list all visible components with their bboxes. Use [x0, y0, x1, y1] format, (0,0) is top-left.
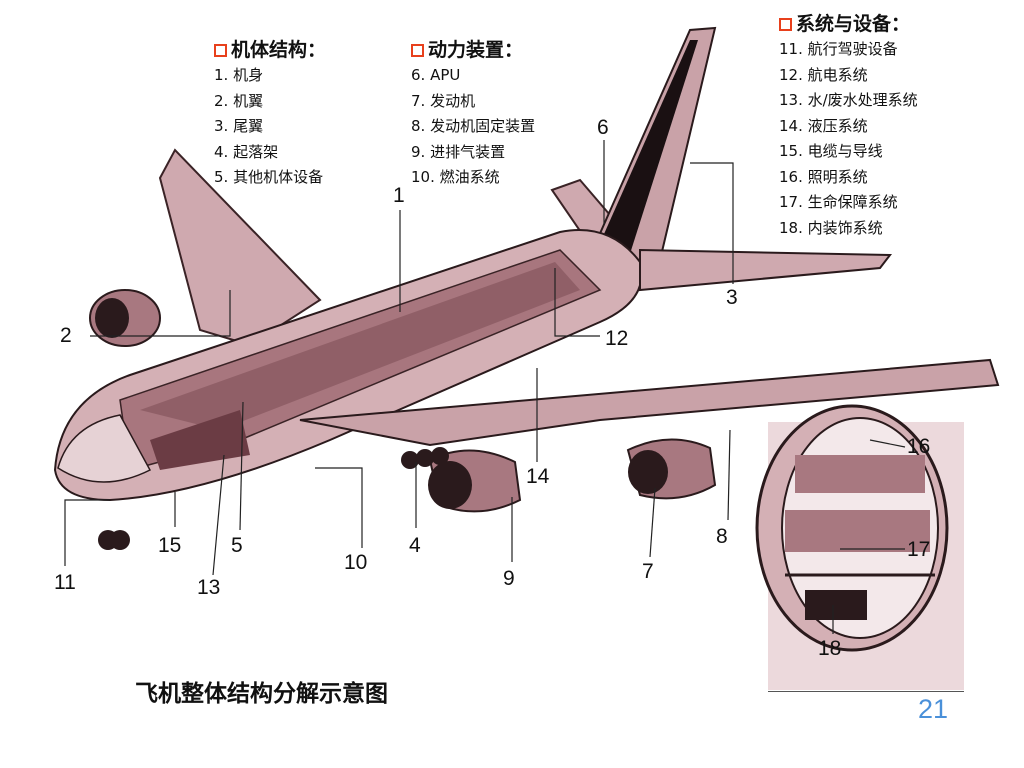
- callout-12: 12: [605, 327, 629, 350]
- callout-7: 7: [642, 560, 654, 583]
- callout-14: 14: [526, 465, 550, 488]
- callout-15: 15: [158, 534, 182, 557]
- legend-item: 3. 尾翼: [214, 117, 264, 135]
- legend-item: 14. 液压系统: [779, 116, 868, 135]
- callout-11: 11: [54, 571, 76, 594]
- near-stabilizer: [639, 248, 893, 292]
- cockpit: [57, 414, 152, 483]
- legend-item: 15. 电缆与导线: [779, 142, 883, 160]
- legend-item: 10. 燃油系统: [411, 168, 500, 186]
- callout-10: 10: [344, 551, 368, 574]
- legend-item: 4. 起落架: [214, 142, 279, 161]
- main-gear: [401, 447, 449, 469]
- callout-9: 9: [503, 567, 515, 590]
- callout-6: 6: [597, 116, 609, 139]
- legend-item: 2. 机翼: [214, 91, 264, 110]
- legend-item: 11. 航行驾驶设备: [779, 40, 898, 58]
- legend-title: 机体结构：: [231, 39, 327, 61]
- square-bullet-icon: [411, 43, 424, 57]
- legend-title: 动力装置：: [428, 39, 524, 61]
- legend-item: 7. 发动机: [411, 91, 476, 110]
- footer-divider: [768, 691, 964, 692]
- legend-item: 13. 水/废水处理系统: [779, 91, 918, 109]
- legend-item: 12. 航电系统: [779, 65, 868, 84]
- callout-13: 13: [197, 576, 221, 599]
- callout-3: 3: [726, 286, 738, 309]
- callout-18: 18: [818, 637, 842, 660]
- legend-airframe: 机体结构： 1. 机身 2. 机翼 3. 尾翼 4. 起落架 5. 其他机体设备: [214, 37, 326, 191]
- page-number: 21: [918, 694, 949, 724]
- callout-16: 16: [907, 435, 931, 458]
- legend-item: 5. 其他机体设备: [214, 168, 324, 186]
- diagram-caption: 飞机整体结构分解示意图: [135, 681, 388, 707]
- legend-item: 1. 机身: [214, 66, 264, 84]
- leader-lines: [64, 140, 906, 634]
- nose-gear: [98, 530, 130, 550]
- legend-item: 16. 照明系统: [779, 167, 868, 186]
- callout-2: 2: [60, 324, 72, 347]
- legend-item: 9. 进排气装置: [411, 142, 506, 161]
- legend-item: 8. 发动机固定装置: [411, 117, 536, 135]
- callout-4: 4: [409, 534, 421, 557]
- legend-powerplant: 动力装置： 6. APU 7. 发动机 8. 发动机固定装置 9. 进排气装置 …: [411, 37, 535, 191]
- callout-17: 17: [907, 538, 931, 561]
- callout-8: 8: [716, 525, 728, 548]
- legend-item: 18. 内装饰系统: [779, 218, 883, 237]
- legend-item: 6. APU: [411, 66, 461, 84]
- callout-1: 1: [393, 184, 405, 207]
- legend-systems: 系统与设备： 11. 航行驾驶设备 12. 航电系统 13. 水/废水处理系统 …: [779, 11, 918, 241]
- square-bullet-icon: [779, 17, 792, 31]
- callout-5: 5: [231, 534, 243, 557]
- near-wing: [299, 358, 1000, 447]
- legend-title: 系统与设备：: [796, 13, 911, 35]
- square-bullet-icon: [214, 43, 227, 57]
- legend-item: 17. 生命保障系统: [779, 193, 898, 211]
